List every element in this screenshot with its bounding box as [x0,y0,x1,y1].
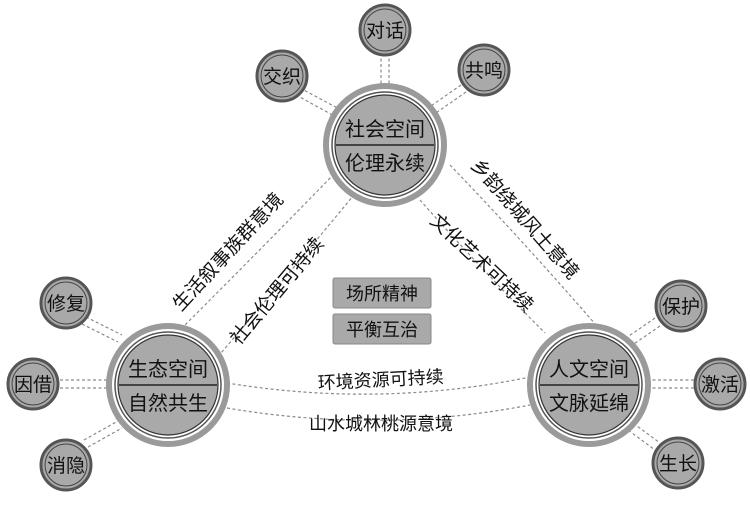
connector-social-culture-outer [449,164,604,334]
satellite-inner-ring [11,362,55,406]
center-badge-balance-label: 平衡互治 [346,320,418,341]
satellite-duihua: 对话 [358,3,412,57]
satellite-inner-ring [44,443,88,487]
satellite-label: 共鸣 [465,60,503,82]
connector-social-culture-inner [419,199,546,334]
satellite-inner-ring [698,362,742,406]
hub-ecology-top-label: 生态空间 [128,357,208,381]
hub-culture-space: 人文空间 文脉延绵 [527,323,651,447]
satellite-label: 因借 [14,374,52,396]
satellite-circle [6,357,60,411]
satellite-inner-ring [363,8,407,52]
satellite-circle [39,276,93,330]
edge-label-bottom-lower: 山水城林桃源意境 [309,414,453,435]
connector-jiaozhi-a [299,87,344,112]
satellite-label: 对话 [366,20,404,42]
connector-jiaozhi-b [295,94,339,119]
connector-gongming-b [432,91,467,116]
satellite-inner-ring [44,281,88,325]
center-badge-balance [332,313,432,345]
satellite-inner-ring [659,284,703,328]
satellite-inner-ring [656,441,700,485]
satellite-jiaozhi: 交织 [255,49,309,103]
hub-social-top-label: 社会空间 [345,117,425,141]
edge-label-bottom-upper: 环境资源可持续 [317,367,444,395]
connector-ecology-culture-lower [226,404,531,421]
satellite-label: 激活 [701,374,739,396]
hub-social-bottom-label: 伦理永续 [345,151,425,175]
satellite-jihuo: 激活 [693,357,747,411]
satellite-circle [358,3,412,57]
hub-social-space: 社会空间 伦理永续 [323,83,447,207]
connector-ecology-culture-upper [226,376,531,395]
satellite-circle [255,49,309,103]
satellite-circle [654,279,708,333]
connector-xiaoyin-a [87,427,123,448]
satellite-circle [39,438,93,492]
satellite-circle [651,436,705,490]
satellite-label: 修复 [47,293,85,315]
center-badge-spirit-label: 场所精神 [346,284,418,305]
hub-culture-bottom-label: 文脉延绵 [549,391,629,415]
connector-baohu-b [630,325,661,347]
connector-social-ecology-outer [180,169,339,330]
center-badges: 场所精神 平衡互治 [332,277,432,345]
satellite-shengzhang: 生长 [651,436,705,490]
satellite-circle [457,43,511,97]
satellite-yinjie: 因借 [6,357,60,411]
satellite-gongming: 共鸣 [457,43,511,97]
connector-gongming-a [427,84,462,109]
satellite-baohu: 保护 [654,279,708,333]
satellite-label: 生长 [659,453,697,475]
satellite-label: 消隐 [47,455,85,477]
connector-baohu-a [625,317,656,339]
satellite-circle [693,357,747,411]
hub-ecology-bottom-label: 自然共生 [128,391,208,415]
connector-xiaoyin-b [83,420,119,441]
satellite-label: 保护 [662,296,700,318]
satellite-label: 交织 [263,66,301,88]
hub-connectors [180,164,604,421]
satellite-xiufu: 修复 [39,276,93,330]
satellite-inner-ring [260,54,304,98]
hub-culture-top-label: 人文空间 [549,357,629,381]
hub-ecology-space: 生态空间 自然共生 [106,323,230,447]
center-badge-spirit [332,277,432,309]
connector-xiufu-a [85,316,123,336]
connector-xiufu-b [81,323,119,343]
connector-social-ecology-inner [220,189,359,354]
satellite-xiaoyin: 消隐 [39,438,93,492]
satellite-inner-ring [462,48,506,92]
